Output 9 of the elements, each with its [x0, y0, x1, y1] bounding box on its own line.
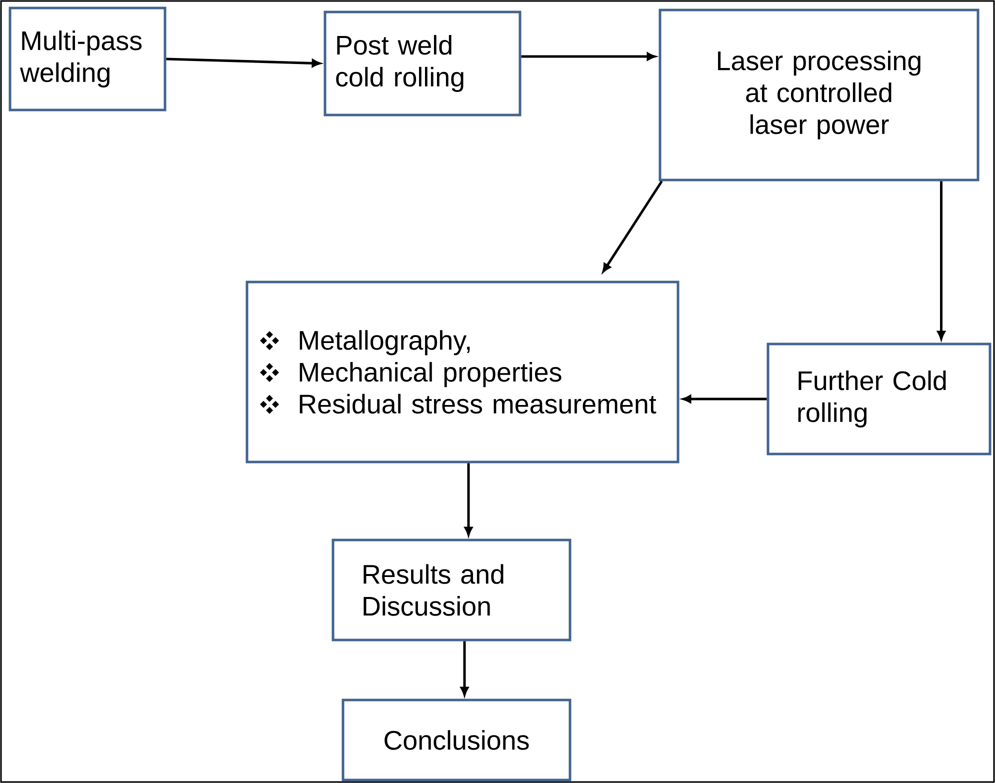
process-box: Further Cold rolling [766, 342, 992, 456]
process-box: Post weld cold rolling [324, 10, 522, 116]
arrow [602, 180, 663, 272]
process-box: Results and Discussion [332, 538, 572, 642]
process-box: Conclusions [342, 698, 572, 782]
arrow [682, 395, 767, 403]
process-box: Laser processing at controlled laser power [658, 8, 980, 182]
bullet-list-box: Metallography, Mechanical properties Residual stress measurement [246, 280, 680, 464]
process-box: Multi-pass welding [8, 6, 166, 112]
